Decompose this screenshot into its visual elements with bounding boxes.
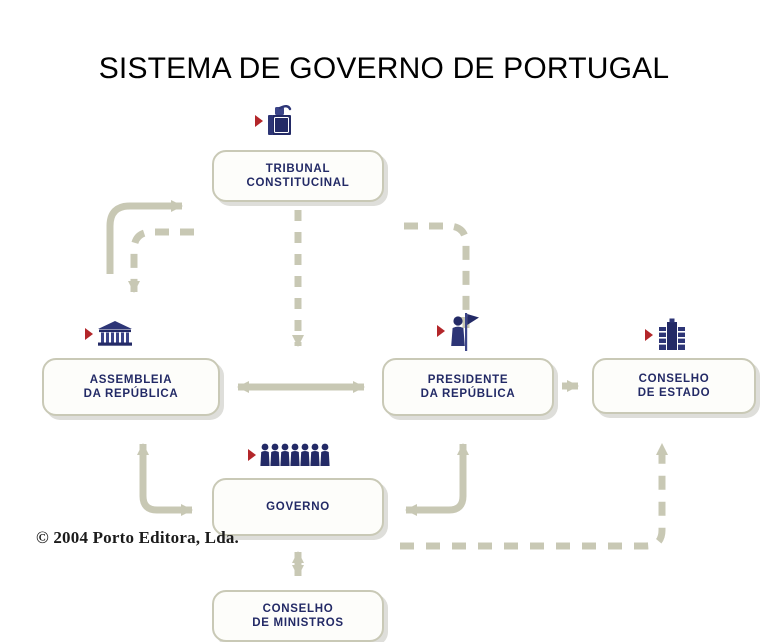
red-triangle-bullet-icon <box>85 328 93 340</box>
edge-governo-assembleia <box>137 443 193 516</box>
person-with-flag-icon <box>437 310 482 352</box>
towers-building-icon <box>645 318 688 352</box>
parliament-building-icon <box>85 320 134 348</box>
red-triangle-bullet-icon <box>645 329 653 341</box>
red-triangle-bullet-icon <box>437 325 445 337</box>
node-conselho-de-estado[interactable]: CONSELHO DE ESTADO <box>592 358 756 414</box>
node-governo-label: GOVERNO <box>266 501 330 513</box>
group-of-people-icon <box>248 442 333 468</box>
edge-assembleia-to-tribunal <box>106 200 183 274</box>
gavel-book-icon <box>255 104 296 138</box>
node-assembleia-label: ASSEMBLEIA DA REPÚBLICA <box>83 374 179 400</box>
edge-governo-presidente <box>405 443 469 516</box>
edge-governo-to-conselho-estado <box>400 443 668 550</box>
red-triangle-bullet-icon <box>255 115 263 127</box>
edge-tribunal-to-presidente <box>404 222 472 329</box>
node-governo[interactable]: GOVERNO <box>212 478 384 536</box>
node-tribunal-label: TRIBUNAL CONSTITUCINAL <box>246 163 350 189</box>
parliament-building-glyph <box>98 321 132 346</box>
copyright-notice: © 2004 Porto Editora, Lda. <box>36 528 240 547</box>
node-presidente-da-republica[interactable]: PRESIDENTE DA REPÚBLICA <box>382 358 554 416</box>
red-triangle-bullet-icon <box>248 449 256 461</box>
towers-building-glyph <box>659 318 685 350</box>
node-conselho-de-ministros[interactable]: CONSELHO DE MINISTROS <box>212 590 384 642</box>
node-conselho-estado-label: CONSELHO DE ESTADO <box>637 373 711 399</box>
edge-tribunal-to-assembleia <box>128 228 194 293</box>
person-with-flag-glyph <box>451 313 479 351</box>
gavel-book-glyph <box>268 105 292 135</box>
group-of-people-glyph <box>260 443 330 466</box>
page-title: SISTEMA DE GOVERNO DE PORTUGAL <box>98 52 670 85</box>
node-tribunal-constitucional[interactable]: TRIBUNAL CONSTITUCINAL <box>212 150 384 202</box>
government-system-diagram: TRIBUNAL CONSTITUCINAL ASSEMBLEIA DA REP… <box>0 96 768 642</box>
node-assembleia-da-republica[interactable]: ASSEMBLEIA DA REPÚBLICA <box>42 358 220 416</box>
node-presidente-label: PRESIDENTE DA REPÚBLICA <box>420 374 516 400</box>
connector-layer <box>106 200 668 576</box>
node-ministros-label: CONSELHO DE MINISTROS <box>252 603 344 629</box>
